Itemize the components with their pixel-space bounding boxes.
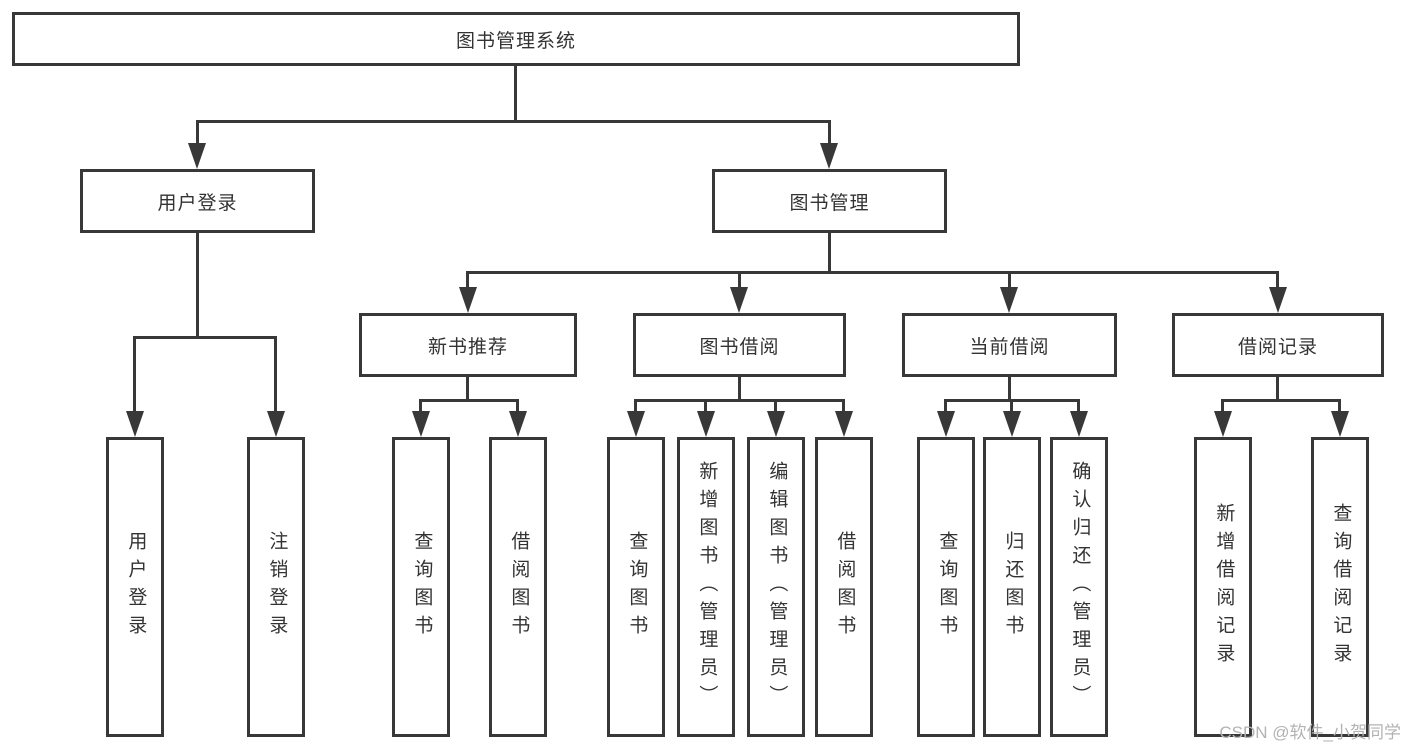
leaf-search-books-recommendation: 查询图书 (392, 437, 450, 737)
connector-bor-leaf2 (704, 399, 707, 413)
connector-cur-leaf1 (944, 399, 947, 413)
connector-records-stem (1276, 377, 1279, 399)
connector-bor-leaf1 (634, 399, 637, 413)
node-user-login: 用户登录 (80, 169, 315, 233)
leaf-borrow-books-recommendation: 借阅图书 (489, 437, 547, 737)
arrowhead-current (1000, 287, 1018, 313)
arrowhead-bor-leaf2 (697, 411, 715, 437)
node-book-borrowing: 图书借阅 (633, 313, 846, 377)
arrowhead-leaf-user-login (126, 411, 144, 437)
arrowhead-book-management (820, 143, 838, 169)
leaf-search-books-current: 查询图书 (917, 437, 975, 737)
connector-root-stem (514, 66, 517, 120)
connector-borrowing-stem (738, 377, 741, 399)
connector-to-recommendation (466, 271, 469, 289)
node-book-management: 图书管理 (712, 169, 947, 233)
csdn-watermark: CSDN @软件_小贺同学 (1219, 723, 1401, 742)
connector-to-records (1276, 271, 1279, 289)
arrowhead-cur-leaf1 (937, 411, 955, 437)
arrowhead-recd-leaf1 (1214, 411, 1232, 437)
arrowhead-rec-leaf1 (412, 411, 430, 437)
leaf-add-books-admin: 新增图书（管理员） (677, 437, 735, 737)
leaf-confirm-return-admin: 确认归还（管理员） (1050, 437, 1108, 737)
arrowhead-cur-leaf3 (1070, 411, 1088, 437)
node-library-management-system: 图书管理系统 (12, 12, 1020, 66)
arrowhead-recommendation (459, 287, 477, 313)
arrowhead-cur-leaf2 (1003, 411, 1021, 437)
connector-cur-leaf3 (1077, 399, 1080, 413)
connector-to-leaf-logout (274, 336, 277, 413)
connector-recommendation-hbar (419, 399, 519, 402)
leaf-edit-books-admin: 编辑图书（管理员） (747, 437, 805, 737)
leaf-add-borrow-record: 新增借阅记录 (1194, 437, 1252, 737)
arrowhead-bor-leaf4 (835, 411, 853, 437)
connector-recommendation-stem (466, 377, 469, 399)
connector-to-leaf-user-login (133, 336, 136, 413)
leaf-return-books: 归还图书 (983, 437, 1041, 737)
node-new-book-recommendation: 新书推荐 (359, 313, 577, 377)
connector-to-borrowing (738, 271, 741, 289)
arrowhead-records (1269, 287, 1287, 313)
leaf-search-borrow-record: 查询借阅记录 (1311, 437, 1369, 737)
leaf-borrow-books: 借阅图书 (815, 437, 873, 737)
arrowhead-rec-leaf2 (509, 411, 527, 437)
connector-root-hbar (196, 120, 831, 123)
connector-cur-leaf2 (1010, 399, 1013, 413)
node-current-borrowing: 当前借阅 (902, 313, 1117, 377)
arrowhead-leaf-logout (267, 411, 285, 437)
connector-recd-leaf1 (1221, 399, 1224, 413)
connector-rec-leaf2 (516, 399, 519, 413)
connector-book-management-stem (828, 233, 831, 271)
connector-records-hbar (1221, 399, 1341, 402)
arrowhead-recd-leaf2 (1331, 411, 1349, 437)
connector-current-stem (1008, 377, 1011, 399)
arrowhead-user-login (188, 143, 206, 169)
arrowhead-bor-leaf1 (627, 411, 645, 437)
connector-user-login-hbar (133, 336, 277, 339)
connector-user-login-stem (196, 233, 199, 336)
leaf-user-login: 用户登录 (106, 437, 164, 737)
connector-bor-leaf3 (774, 399, 777, 413)
node-borrowing-records: 借阅记录 (1172, 313, 1384, 377)
arrowhead-bor-leaf3 (767, 411, 785, 437)
connector-recd-leaf2 (1338, 399, 1341, 413)
connector-bor-leaf4 (842, 399, 845, 413)
connector-rec-leaf1 (419, 399, 422, 413)
connector-to-user-login (196, 120, 199, 145)
connector-to-current (1008, 271, 1011, 289)
connector-book-management-hbar (466, 271, 1279, 274)
leaf-search-books-borrowing: 查询图书 (607, 437, 665, 737)
leaf-logout: 注销登录 (247, 437, 305, 737)
connector-to-book-management (828, 120, 831, 145)
connector-borrowing-hbar (634, 399, 845, 402)
arrowhead-borrowing (730, 287, 748, 313)
